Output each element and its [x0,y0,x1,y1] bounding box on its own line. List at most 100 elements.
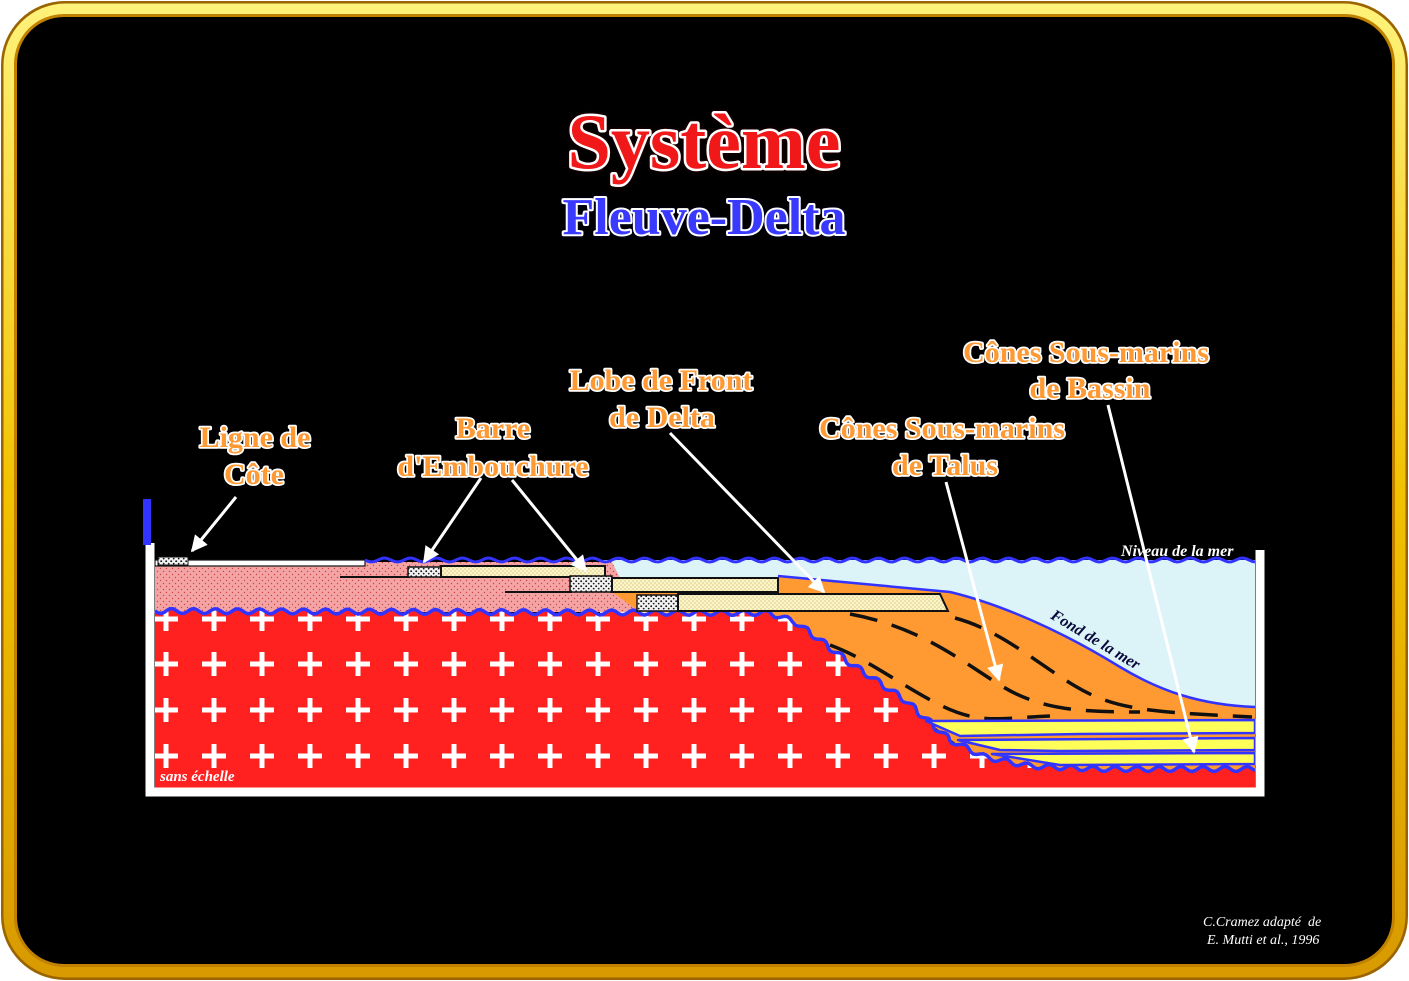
basement-cross [346,744,370,768]
feature-labels: Ligne de Côte Barre d'Embouchure Lobe de… [198,334,1211,493]
mouth-bar-gravel-middle [569,575,613,593]
label-slope-fans: Cônes Sous-marins de Talus [817,410,1066,484]
basement-cross [346,652,370,676]
basement-cross [826,698,850,722]
arrow-coastline [190,496,238,553]
basement-cross [538,698,562,722]
basement-top-surface [154,606,1256,774]
basin-fan-layer [956,736,1257,753]
basement-cross [250,652,274,676]
credit: C.Cramez adapté de E. Mutti et al., 1996 [1203,915,1321,948]
basement-cross [155,744,178,768]
mouth-bar-gravel-lower [636,594,679,612]
label-coastline-line1: Ligne de [200,421,311,454]
basin-fan-layers [924,718,1257,767]
basement-cross [394,744,418,768]
basement-cross [346,698,370,722]
label-basin-fans-line1: Cônes Sous-marins [963,336,1209,369]
page-subtitle: Fleuve-Delta [562,189,845,246]
delta-front-lobe-upper [440,565,606,578]
elevation-bar [143,499,151,545]
sea-floor-line [777,574,1256,709]
basement-cross [634,652,658,676]
basement-cross [202,608,226,631]
basement-cross [682,652,706,676]
basement-cross [682,744,706,768]
label-basin-fans: Cônes Sous-marins de Bassin [961,334,1210,407]
label-slope-fans-line1: Cônes Sous-marins [819,412,1065,445]
basement-cross [442,698,466,722]
label-delta-front-lobe: Lobe de Front de Delta [568,362,754,436]
basement-cross [202,744,226,768]
basement-cross [682,698,706,722]
basin-fan-layer [924,718,1257,738]
label-mouth-bar-line1: Barre [456,412,530,445]
basement-cross [634,698,658,722]
basement-cross [250,744,274,768]
basement-cross [586,744,610,768]
basement-cross [874,698,898,722]
diagram-frame [145,543,1265,797]
basement-cross [778,698,802,722]
label-basin-fans-line2: de Bassin [1030,372,1151,405]
basement-cross [730,698,754,722]
basement-cross [538,744,562,768]
basement-cross [442,652,466,676]
basement-cross [874,744,898,768]
basement-cross [394,698,418,722]
basement-cross [586,652,610,676]
basement-cross [778,652,802,676]
basement-cross [586,698,610,722]
arrow-mouth-bar-lower [510,479,588,573]
basement-cross [826,744,850,768]
basement-cross [922,744,946,768]
basement-cross [490,698,514,722]
label-delta-front-lobe-line1: Lobe de Front [570,364,753,397]
label-slope-fans-line2: de Talus [892,449,998,482]
label-mouth-bar-line2: d'Embouchure [397,450,588,483]
sea-level-line [364,556,1256,564]
delta-front-lobe-lower [677,593,950,612]
coastline-gravel [157,556,189,566]
label-delta-front-lobe-line2: de Delta [609,401,715,434]
credit-line2: E. Mutti et al., 1996 [1206,933,1319,948]
basement-cross [298,698,322,722]
basement-cross [155,698,178,722]
basement-cross [394,652,418,676]
basement-cross [202,652,226,676]
basement-cross [538,652,562,676]
basement-cross [778,744,802,768]
delta-front-lobe-middle [611,577,779,593]
crystalline-basement [155,608,1255,788]
basement-cross [634,744,658,768]
label-coastline: Ligne de Côte [198,419,312,493]
basement-cross [250,698,274,722]
label-mouth-bar: Barre d'Embouchure [396,410,591,485]
clinoform-dashes [829,612,1253,721]
basement-cross [442,744,466,768]
cross-section: Niveau de la mer Fond de la mer sans éch… [143,499,1265,797]
basement-cross [490,652,514,676]
basin-fan-layer [990,751,1257,767]
scale-note: sans échelle [159,769,235,785]
basement-cross [202,698,226,722]
pointer-arrows [190,404,1199,754]
basement-cross [298,652,322,676]
basement-cross [730,652,754,676]
basement-cross [730,744,754,768]
mouth-bar-gravel-upper [407,566,442,578]
arrow-mouth-bar-upper [422,477,483,564]
credit-line1: C.Cramez adapté de [1203,915,1321,930]
basement-cross [298,744,322,768]
basement-cross [490,744,514,768]
basement-cross [155,652,178,676]
page-title: Système [568,98,841,185]
label-coastline-line2: Côte [224,458,284,491]
sea-level-label: Niveau de la mer [1120,543,1234,560]
deltaic-deposits [154,556,950,612]
arrow-delta-front-lobe [668,431,826,594]
coastline-beach-strip [154,559,366,567]
arrow-slope-fans [944,481,1004,682]
arrow-basin-fans [1106,404,1199,754]
